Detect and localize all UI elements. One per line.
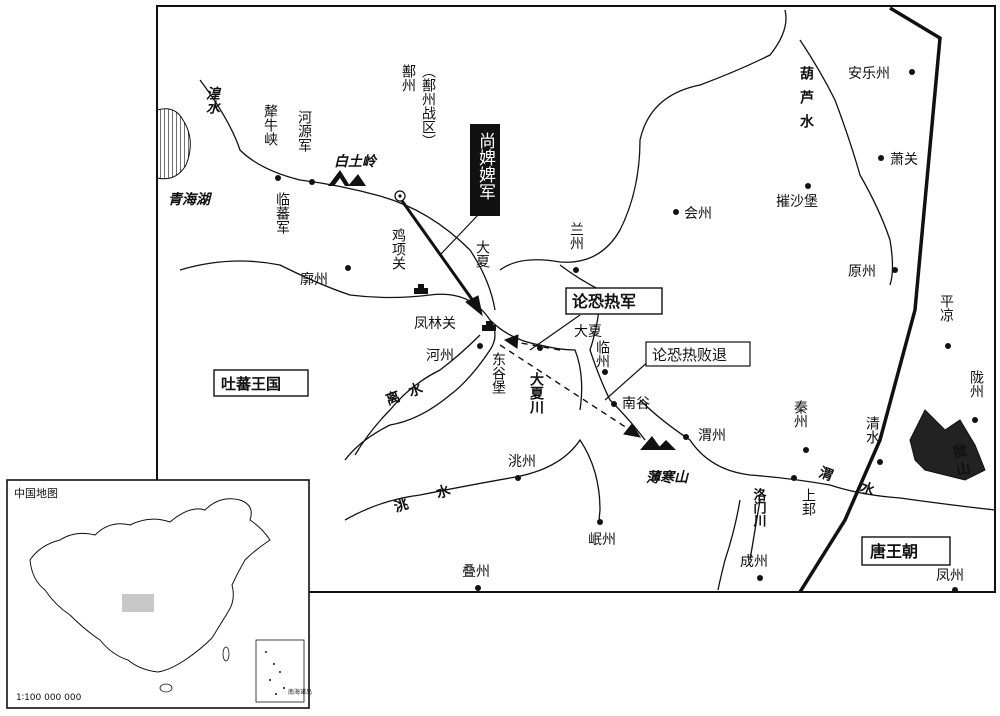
fengzhou-label: 凤州: [936, 568, 964, 584]
shang-bibi-arrowhead: [465, 295, 483, 317]
hulu-river-label: 葫芦水: [798, 65, 814, 138]
baituling-mountain-icon: [328, 170, 366, 186]
lun-kongre-defeat-box: [645, 341, 751, 367]
shang-bibi-label: 尚婢婢军: [475, 132, 496, 200]
yellow-river: [179, 260, 496, 461]
anlezhou-label: 安乐州: [848, 66, 890, 82]
xiaoguan-label: 萧关: [890, 152, 918, 168]
cuishabao-label: 摧沙堡: [776, 194, 818, 210]
maoniuxia-label: 犛牛峡: [262, 104, 278, 146]
baituling-label: 白土岭: [334, 153, 378, 170]
inset-highlight-area: [122, 594, 154, 612]
dongubao-label: 东谷堡: [490, 352, 506, 394]
linfanjun-label: 临蕃军: [274, 192, 290, 234]
luomen-chuan-label: 洛门川: [751, 487, 768, 527]
army-arrows: [398, 197, 642, 438]
lun-kongre-retreat-arrowhead: [623, 423, 642, 438]
qingshui-label: 清水: [864, 416, 880, 444]
bohan-mountain-icon: [640, 436, 676, 450]
wei-river-upper: [559, 264, 646, 441]
lanzhou-label: 兰州: [568, 222, 584, 250]
qinghai-lake-label: 青海湖: [168, 191, 213, 208]
daxia2-label: 大夏: [574, 324, 602, 340]
inset-scale: 1∶100 000 000: [16, 693, 82, 703]
nangu-label: 南谷: [622, 396, 650, 412]
lun-kongre-attack-arrowhead: [503, 334, 519, 349]
shanzhou-note-label: （鄯州战区）: [420, 64, 436, 148]
shang-bibi-arrow: [398, 197, 478, 306]
bohan-label: 薄寒山: [646, 469, 690, 486]
longzhou-label: 陇州: [968, 370, 984, 398]
shangbang-label: 上邽: [800, 488, 816, 516]
daxia-chuan: [489, 319, 583, 411]
pingliang-label: 平凉: [938, 294, 954, 322]
tubo-box: [213, 369, 309, 397]
minzhou-label: 岷州: [588, 532, 616, 548]
shang-bibi-box: [470, 124, 500, 216]
yellow-river-north: [499, 9, 787, 271]
qinzhou-label: 秦州: [792, 400, 808, 428]
huang-river: [199, 79, 496, 311]
fenglinguan-label: 凤林关: [414, 316, 456, 332]
china-outline: [29, 498, 271, 673]
linzhou-label: 临州: [594, 340, 610, 368]
callout-lines: [439, 214, 651, 401]
hezhou-label: 河州: [426, 348, 454, 364]
yuanzhou-label: 原州: [848, 264, 876, 280]
li-river: [354, 334, 481, 456]
mountains: [328, 170, 986, 481]
heyuanjun-label: 河源军: [296, 110, 312, 152]
chengzhou-label: 成州: [740, 554, 768, 570]
hainan-island: [159, 683, 173, 693]
huang-river-label: 湟水: [204, 85, 220, 114]
inset-title: 中国地图: [14, 487, 58, 500]
qinghai-lake: [156, 108, 191, 180]
luomen-chuan-2: [749, 499, 761, 561]
south-sea-islands: [265, 651, 285, 695]
tubo-label: 吐蕃王国: [221, 375, 281, 393]
hulu-river: [799, 39, 894, 286]
diezhou-label: 叠州: [462, 564, 490, 580]
rivers: [179, 9, 996, 591]
jixiangguan-label: 鸡项关: [390, 227, 406, 270]
tang-label: 唐王朝: [870, 542, 918, 561]
long-mountain-icon: [909, 409, 986, 481]
tang-box: [861, 536, 951, 566]
lun-kongre-attack-arrow: [514, 341, 561, 351]
tao-river: [344, 438, 601, 524]
fenglinguan-pass-icon: [482, 321, 496, 331]
daxia-chuan-label: 大夏川: [528, 371, 545, 414]
weizhou-label: 渭州: [698, 428, 726, 444]
lun-kongre-label: 论恐热军: [572, 292, 636, 311]
jixiangguan-pass-icon: [414, 284, 428, 294]
liaozhou-label: 廓州: [300, 271, 328, 288]
taozhou-label: 洮州: [508, 454, 536, 470]
south-sea-label: 南海诸岛: [288, 688, 312, 696]
luomen-chuan: [717, 499, 741, 591]
long-label: 陇山: [950, 442, 972, 481]
lun-kongre-box: [565, 287, 663, 315]
frontier-border: [798, 6, 942, 593]
lun-kongre-defeat-label: 论恐热败退: [652, 346, 727, 364]
shanzhou-label: 鄯州: [400, 63, 416, 92]
taiwan-island: [222, 646, 230, 662]
daxia1-label: 大夏: [474, 240, 490, 268]
city-markers: [275, 69, 978, 593]
lun-kongre-retreat-arrow: [499, 344, 631, 431]
huizhou-label: 会州: [684, 206, 712, 222]
